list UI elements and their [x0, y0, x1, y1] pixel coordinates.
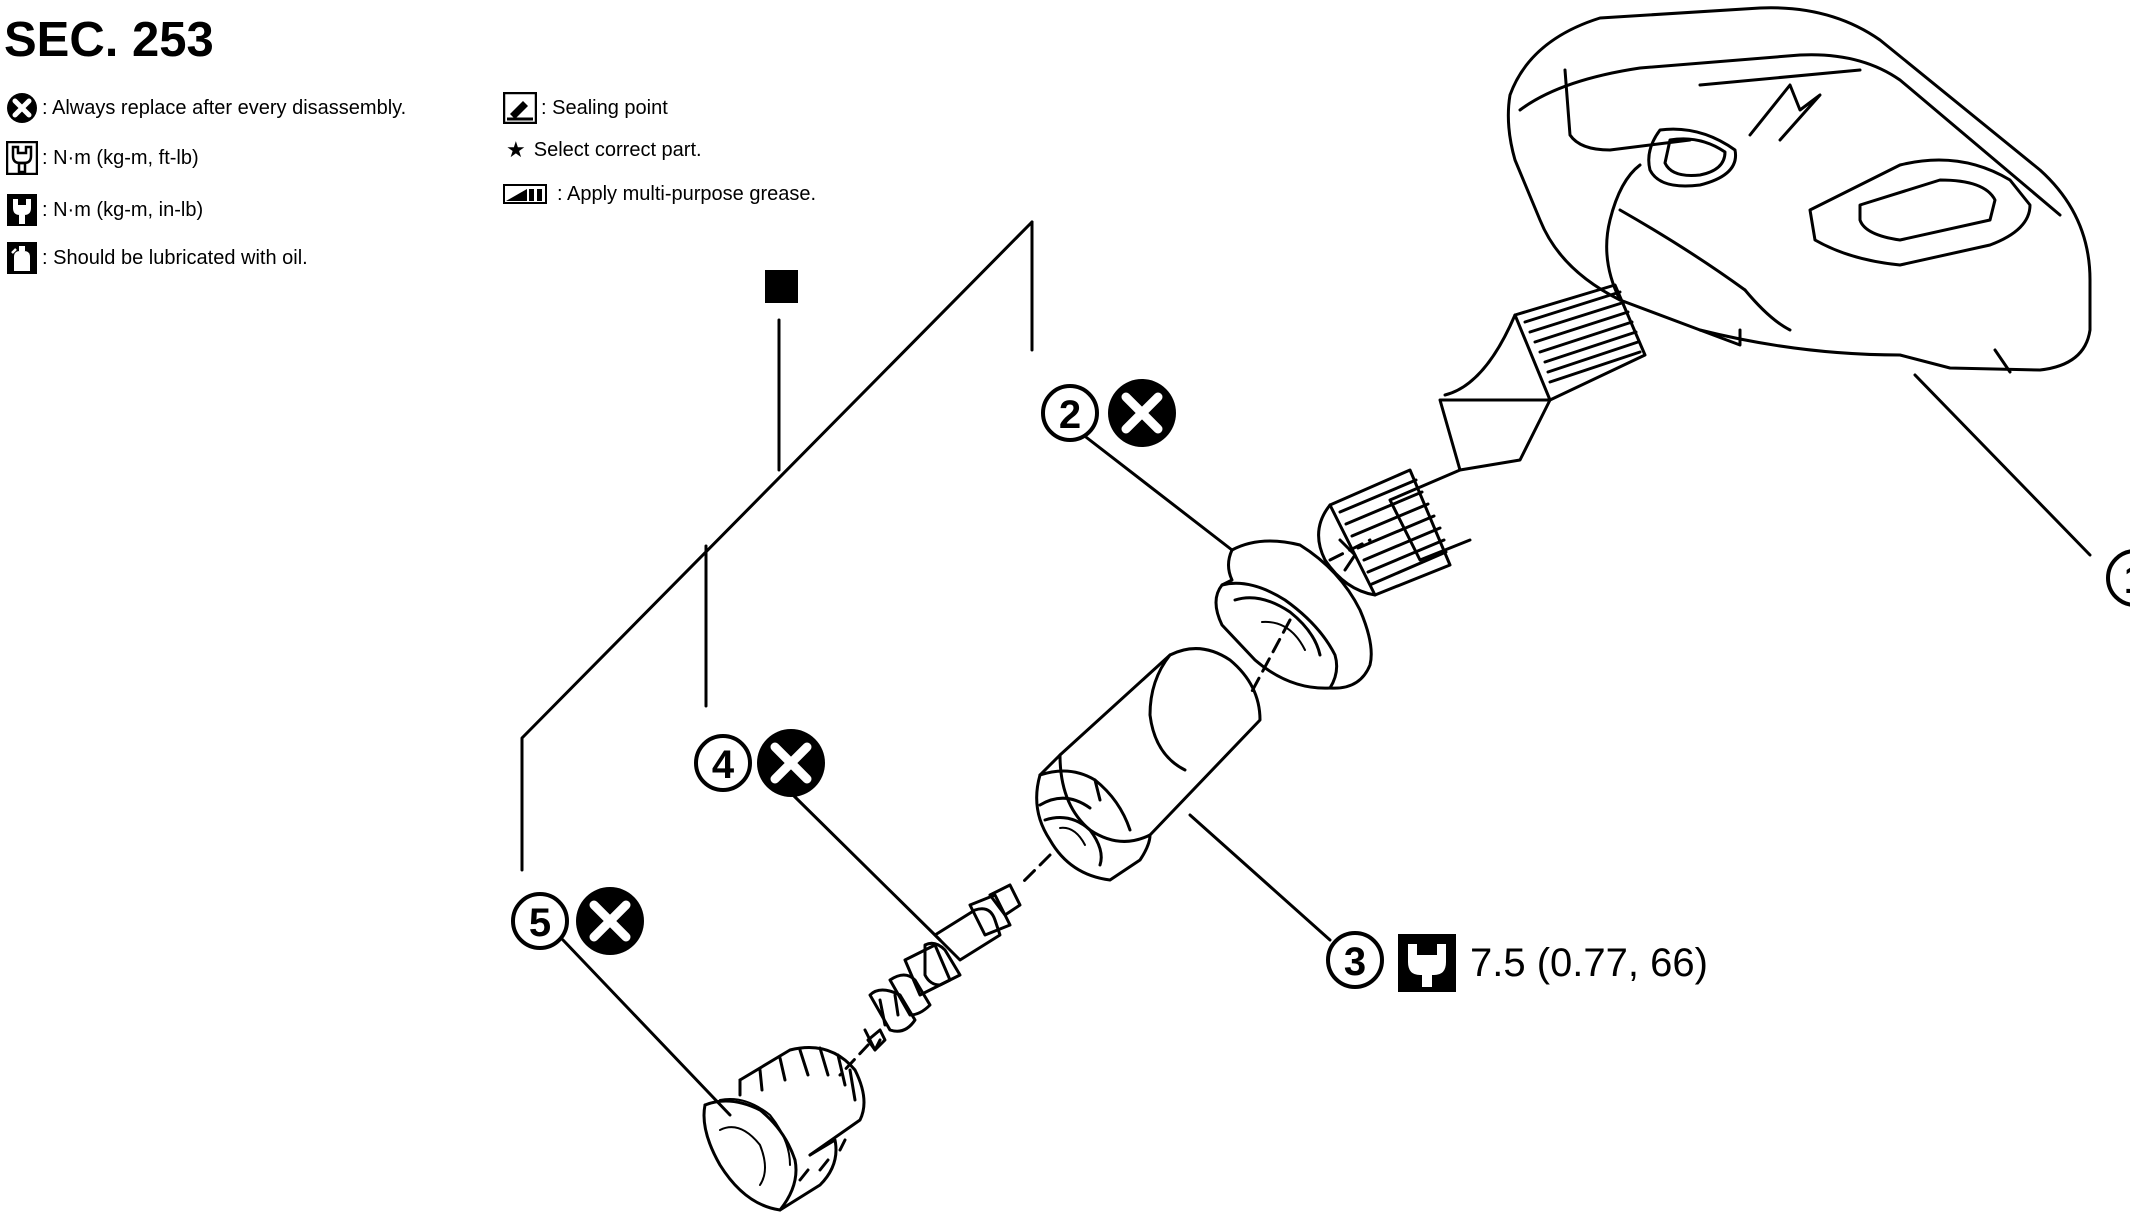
callout-5-label: 5 — [529, 901, 551, 945]
assembly-dash-line-4 — [838, 1043, 870, 1077]
legend-torque-in-text: : N·m (kg-m, in-lb) — [42, 198, 204, 221]
torque-spec-value: 7.5 (0.77, 66) — [1470, 941, 1708, 985]
service-kit-square-icon — [765, 270, 798, 303]
replace-x-icon — [1108, 379, 1176, 447]
legend-torque-ft-text: : N·m (kg-m, ft-lb) — [42, 146, 199, 169]
assembly-dash-line-3 — [1018, 853, 1052, 887]
callout-5-circle — [511, 892, 569, 950]
legend-select-part-text: Select correct part. — [533, 138, 702, 161]
service-kit-bracket — [520, 220, 1034, 872]
grommet — [1214, 539, 1373, 690]
nut — [1035, 647, 1262, 882]
valve-core — [863, 883, 1022, 1052]
legend-sealing: : Sealing point — [503, 90, 668, 126]
legend-oil-text: : Should be lubricated with oil. — [42, 246, 308, 269]
assembly-dash-line-2 — [1248, 618, 1292, 697]
assembly-dash-line-1 — [1328, 538, 1372, 562]
callout-4-label: 4 — [712, 743, 735, 787]
torque-wrench-filled-icon — [1398, 934, 1456, 992]
legend-torque-in: : N·m (kg-m, in-lb) — [6, 192, 203, 228]
legend-select-part: ★ Select correct part. — [506, 132, 702, 168]
legend-grease: : Apply multi-purpose grease. — [503, 176, 816, 212]
callout-1-label: 1 — [2124, 558, 2130, 602]
callout-1-circle — [2106, 549, 2130, 607]
sealing-brush-icon — [503, 92, 537, 124]
legend-replace-text: : Always replace after every disassembly… — [42, 96, 407, 119]
torque-wrench-icon — [6, 141, 38, 175]
leader-line-3 — [1188, 813, 1332, 942]
callout-3-label: 3 — [1344, 940, 1366, 984]
legend-grease-text: : Apply multi-purpose grease. — [557, 182, 817, 205]
legend-sealing-text: : Sealing point — [541, 96, 668, 119]
replace-x-icon — [576, 887, 644, 955]
callout-4-circle — [694, 734, 752, 792]
torque-wrench-filled-icon — [7, 194, 37, 226]
leader-line-2 — [1080, 432, 1234, 552]
star-icon: ★ — [506, 137, 526, 162]
callout-3-circle — [1326, 931, 1384, 989]
grease-icon — [503, 184, 547, 204]
legend-torque-ft: : N·m (kg-m, ft-lb) — [6, 140, 199, 176]
leader-line-5 — [561, 938, 732, 1117]
legend-replace: : Always replace after every disassembly… — [6, 90, 406, 126]
leader-line-1 — [1913, 373, 2092, 557]
callout-2-label: 2 — [1059, 393, 1081, 437]
oil-can-icon — [7, 242, 37, 274]
replace-x-icon — [757, 729, 825, 797]
section-title: SEC. 253 — [4, 13, 214, 67]
threaded-stem — [1317, 283, 1647, 597]
replace-x-icon — [7, 93, 37, 123]
valve-cap — [702, 1046, 866, 1212]
leader-line-4 — [791, 793, 942, 942]
callout-2-circle — [1041, 384, 1099, 442]
legend-oil: : Should be lubricated with oil. — [6, 240, 308, 276]
tpms-sensor-body — [1506, 6, 2092, 374]
